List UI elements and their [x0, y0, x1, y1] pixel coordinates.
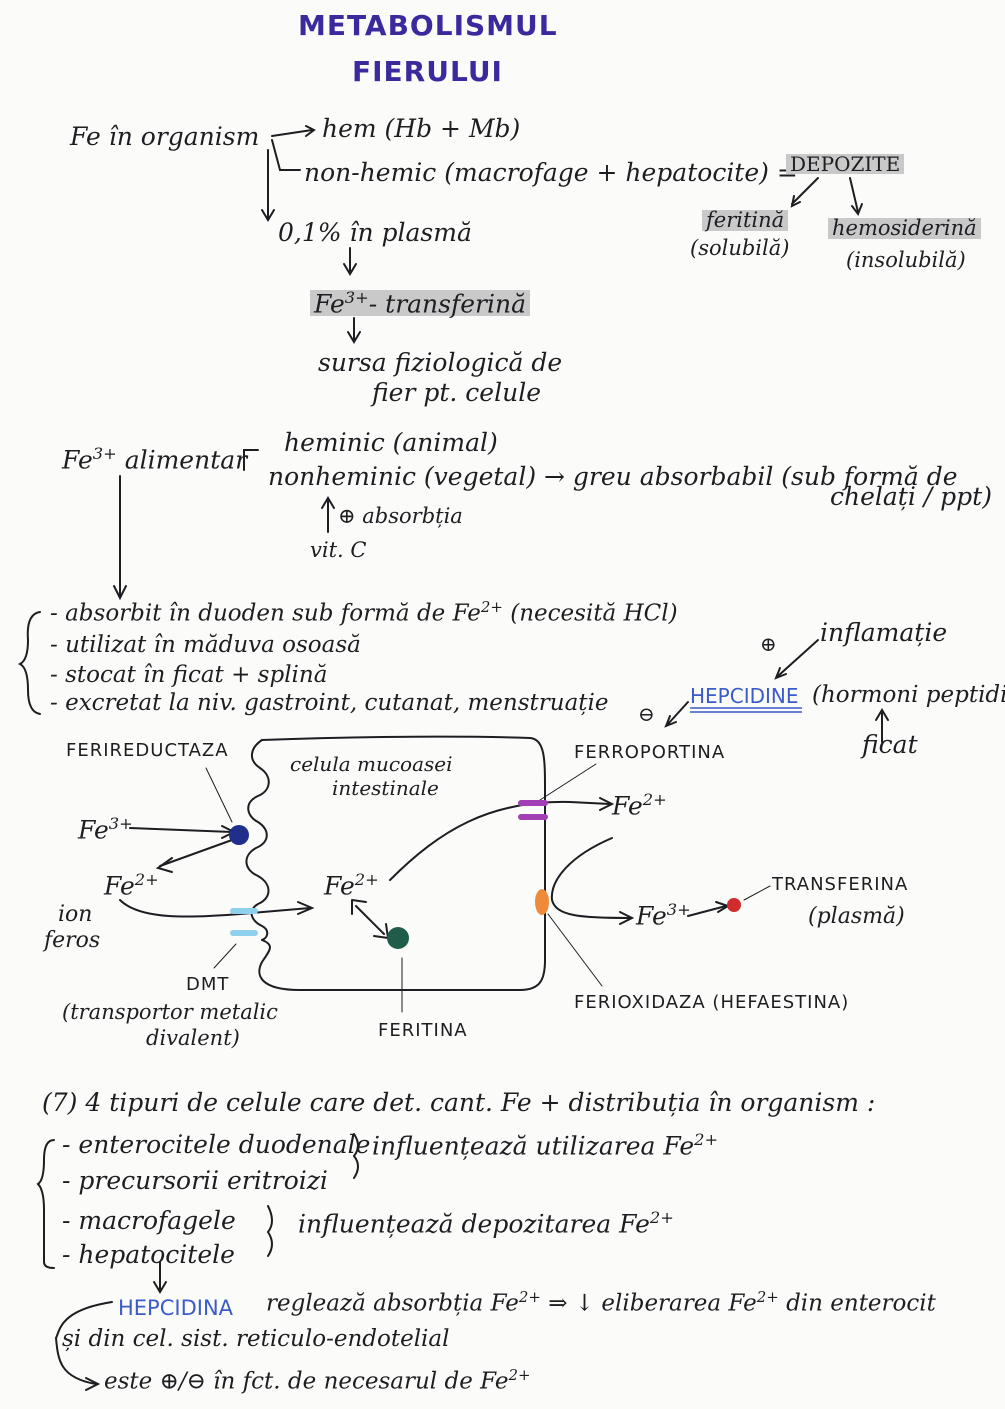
- hemosiderina-note: (insolubilă): [846, 248, 966, 272]
- fate-excreted: - excretat la niv. gastroint, cutanat, m…: [50, 690, 609, 716]
- nonheminic-item: nonheminic (vegetal) → greu absorbabil (…: [268, 462, 958, 491]
- dietary-fe: Fe: [62, 445, 93, 475]
- cell-title-2: intestinale: [332, 776, 439, 800]
- reg-end-charge: 2+: [756, 1288, 779, 1306]
- fe2-output: Fe2+: [104, 870, 159, 901]
- ferireductaza-molecule: [229, 825, 249, 845]
- hemosiderina-label: hemosiderină: [828, 218, 981, 239]
- inflamatie-label: inflamație: [820, 618, 948, 647]
- chelati-item: chelați / ppt): [830, 482, 992, 511]
- fe3-input-charge: 3+: [108, 814, 133, 833]
- group1-charge: 2+: [694, 1130, 719, 1149]
- fe3-oxidized-charge: 3+: [666, 900, 691, 919]
- nonhem-item: non-hemic (macrofage + hepatocite) =: [304, 158, 798, 187]
- dmt-desc-2: divalent): [146, 1026, 240, 1050]
- group1-effect: influențează utilizarea Fe2+: [372, 1130, 719, 1161]
- fe2-exported-charge: 2+: [642, 790, 667, 809]
- ficat-label: ficat: [862, 730, 918, 759]
- ferireductaza-label: FERIREDUCTAZA: [66, 740, 229, 761]
- plus-sign: ⊕: [760, 632, 777, 656]
- fe2-intracellular-fe: Fe: [324, 871, 355, 901]
- transferina-word: - transferină: [368, 289, 526, 319]
- hepcidina-regulation: reglează absorbția Fe2+ ⇒ ↓ eliberarea F…: [266, 1290, 936, 1316]
- group2-text: influențează depozitarea Fe: [298, 1209, 650, 1239]
- fe3-transferina: Fe3+- transferină: [310, 288, 530, 319]
- cell-enterocytes: - enterocitele duodenale: [62, 1130, 371, 1159]
- feros-label: feros: [44, 928, 101, 953]
- fate-stored: - stocat în ficat + splină: [50, 662, 328, 688]
- organism-label: Fe în organism: [70, 122, 260, 151]
- fe2-exported: Fe2+: [612, 790, 667, 821]
- dietary-charge: 3+: [92, 444, 117, 463]
- group2-effect: influențează depozitarea Fe2+: [298, 1208, 674, 1239]
- source-line-2: fier pt. celule: [372, 378, 541, 407]
- reg-text: reglează absorbția Fe: [266, 1290, 519, 1317]
- ferroportina-label: FERROPORTINA: [574, 742, 726, 763]
- feritina-diagram-label: FERITINA: [378, 1020, 468, 1041]
- fe2-output-fe: Fe: [104, 871, 135, 901]
- ferroportina-channel-bottom: [518, 814, 548, 820]
- este-charge: 2+: [508, 1366, 531, 1384]
- hepcidine-label: HEPCIDINE: [690, 684, 799, 708]
- ferroportina-channel-top: [518, 800, 548, 806]
- hem-item: hem (Hb + Mb): [322, 114, 521, 143]
- feritina-molecule: [387, 927, 409, 949]
- hormoni-label: (hormoni peptidici: [812, 682, 1005, 708]
- fate-absorbed-hcl: (necesită HCl): [510, 600, 678, 627]
- fe2-exported-fe: Fe: [612, 791, 643, 821]
- hepcidina-label: HEPCIDINA: [118, 1296, 234, 1320]
- group2-charge: 2+: [649, 1208, 674, 1227]
- ferioxidaza-molecule: [535, 889, 549, 915]
- fe2-output-charge: 2+: [134, 870, 159, 889]
- feritina-note: (solubilă): [690, 236, 790, 260]
- reg-charge: 2+: [518, 1288, 541, 1306]
- ferioxidaza-label: FERIOXIDAZA (HEFAESTINA): [574, 992, 850, 1013]
- cell-macrophages: - macrofagele: [62, 1206, 236, 1235]
- page-title: METABOLISMUL: [298, 9, 558, 42]
- transferina-molecule: [727, 898, 741, 912]
- fate-absorbed-charge: 2+: [480, 598, 503, 616]
- fe2-intracellular-charge: 2+: [354, 870, 379, 889]
- plasma-item: 0,1% în plasmă: [278, 218, 472, 247]
- group1-text: influențează utilizarea Fe: [372, 1131, 695, 1161]
- dmt-channel-top: [230, 908, 258, 914]
- dietary-word: alimentar: [124, 445, 248, 475]
- feritina-label: feritină: [702, 210, 789, 231]
- cell-hepatocytes: - hepatocitele: [62, 1240, 235, 1269]
- cells-intro: (7) 4 tipuri de celule care det. cant. F…: [42, 1088, 876, 1117]
- absorption-item: ⊕ absorbția: [338, 504, 463, 528]
- fe3-input: Fe3+: [78, 814, 133, 845]
- cell-title-1: celula mucoasei: [290, 752, 453, 776]
- fe3-symbol: Fe: [314, 289, 345, 319]
- dietary-label: Fe3+ alimentar: [62, 444, 248, 475]
- fe3-oxidized: Fe3+: [636, 900, 691, 931]
- page-subtitle: FIERULUI: [352, 55, 503, 88]
- cell-erythroid: - precursorii eritroizi: [62, 1166, 328, 1195]
- dmt-desc-1: (transportor metalic: [62, 1000, 278, 1024]
- fate-used: - utilizat în măduva osoasă: [50, 632, 361, 658]
- deposits-label: DEPOZITE: [786, 154, 905, 174]
- transferina-label: TRANSFERINA: [772, 874, 909, 895]
- fe3-input-fe: Fe: [78, 815, 109, 845]
- reg-tail: din enterocit: [786, 1290, 936, 1317]
- dmt-channel-bottom: [230, 930, 258, 936]
- minus-sign: ⊖: [638, 702, 655, 726]
- dmt-label: DMT: [186, 974, 230, 995]
- transferina-plasma: (plasmă): [808, 904, 905, 929]
- reg-end: ⇒ ↓ eliberarea Fe: [548, 1290, 757, 1317]
- source-line-1: sursa fiziologică de: [318, 348, 563, 377]
- fate-absorbed: - absorbit în duoden sub formă de Fe2+ (…: [50, 600, 678, 626]
- hepcidina-este: este ⊕/⊖ în fct. de necesarul de Fe2+: [104, 1368, 530, 1394]
- ion-label: ion: [58, 902, 93, 927]
- vitc-item: vit. C: [310, 538, 367, 562]
- fe3-oxidized-fe: Fe: [636, 901, 667, 931]
- fe2-intracellular: Fe2+: [324, 870, 379, 901]
- fe3-charge: 3+: [344, 288, 369, 307]
- heminic-item: heminic (animal): [284, 428, 498, 457]
- fate-absorbed-text: - absorbit în duoden sub formă de Fe: [50, 600, 481, 627]
- hepcidina-din: și din cel. sist. reticulo-endotelial: [62, 1326, 450, 1352]
- este-text: este ⊕/⊖ în fct. de necesarul de Fe: [104, 1368, 509, 1395]
